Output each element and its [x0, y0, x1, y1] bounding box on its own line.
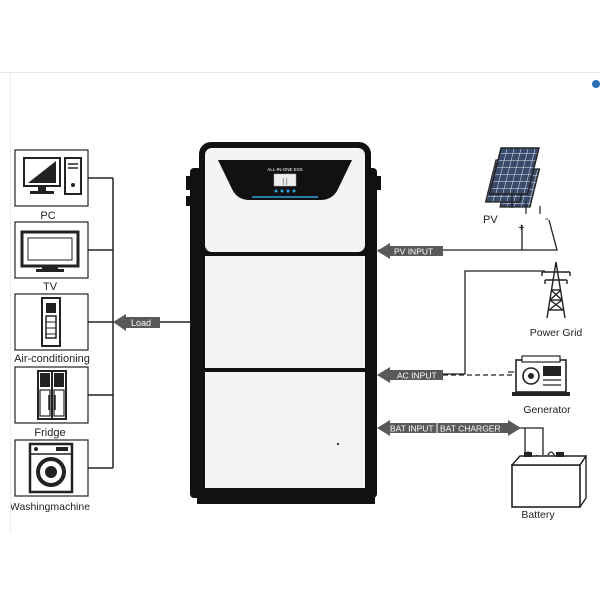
brand-label: ALL-IN-ONE ESS [267, 167, 303, 172]
lcd-glyph: [ ] [282, 179, 287, 185]
pv-wiring [378, 219, 558, 251]
pv-input-arrow: PV INPUT [377, 243, 443, 259]
top-divider [0, 72, 600, 73]
corner-mark [592, 80, 600, 88]
ac-input-arrow: AC INPUT [377, 367, 443, 383]
label-pc: PC [40, 210, 55, 222]
pv-label: PV [483, 214, 498, 226]
left-divider [10, 72, 11, 532]
pv-input-label: PV INPUT [394, 247, 433, 257]
power-grid-tower-icon [541, 261, 571, 319]
washing-machine-icon [28, 442, 74, 494]
label-tv: TV [43, 281, 58, 293]
fridge-icon [37, 370, 67, 420]
generator-icon [508, 355, 570, 396]
label-air-conditioning: Air-conditioning [14, 353, 90, 365]
load-bus [88, 177, 200, 469]
bat-arrow: BAT INPUT BAT CHARGER [377, 420, 521, 436]
air-conditioner-icon [41, 297, 61, 347]
pc-icon [23, 157, 82, 195]
appliance-washingmachine [14, 439, 89, 497]
appliance-tv [14, 221, 89, 279]
ess-cabinet: ALL-IN-ONE ESS [ ] [186, 142, 381, 504]
ac-wiring [443, 270, 545, 376]
pv-panels [484, 147, 541, 214]
lcd-screen [273, 173, 297, 187]
display-buttons [274, 189, 296, 193]
bat-input-label: BAT INPUT [390, 424, 434, 434]
battery-wiring [517, 427, 561, 459]
battery-label: Battery [521, 509, 555, 521]
power-grid-label: Power Grid [530, 327, 583, 339]
tv-icon [20, 230, 80, 272]
appliance-pc [14, 149, 89, 207]
pv-minus-label: - [545, 213, 549, 225]
label-washingmachine: Washingmachine [10, 501, 90, 513]
load-arrow-label: Load [131, 318, 151, 328]
appliance-fridge [14, 366, 89, 424]
label-fridge: Fridge [34, 427, 65, 439]
bat-charger-label: BAT CHARGER [440, 424, 501, 434]
battery-icon [510, 452, 588, 508]
generator-label: Generator [523, 404, 571, 416]
ac-input-label: AC INPUT [397, 371, 437, 381]
display-hood: ALL-IN-ONE ESS [ ] [218, 160, 352, 200]
appliance-air-conditioning [14, 293, 89, 351]
pv-plus-label: + [518, 222, 524, 234]
load-arrow: Load [113, 314, 160, 331]
